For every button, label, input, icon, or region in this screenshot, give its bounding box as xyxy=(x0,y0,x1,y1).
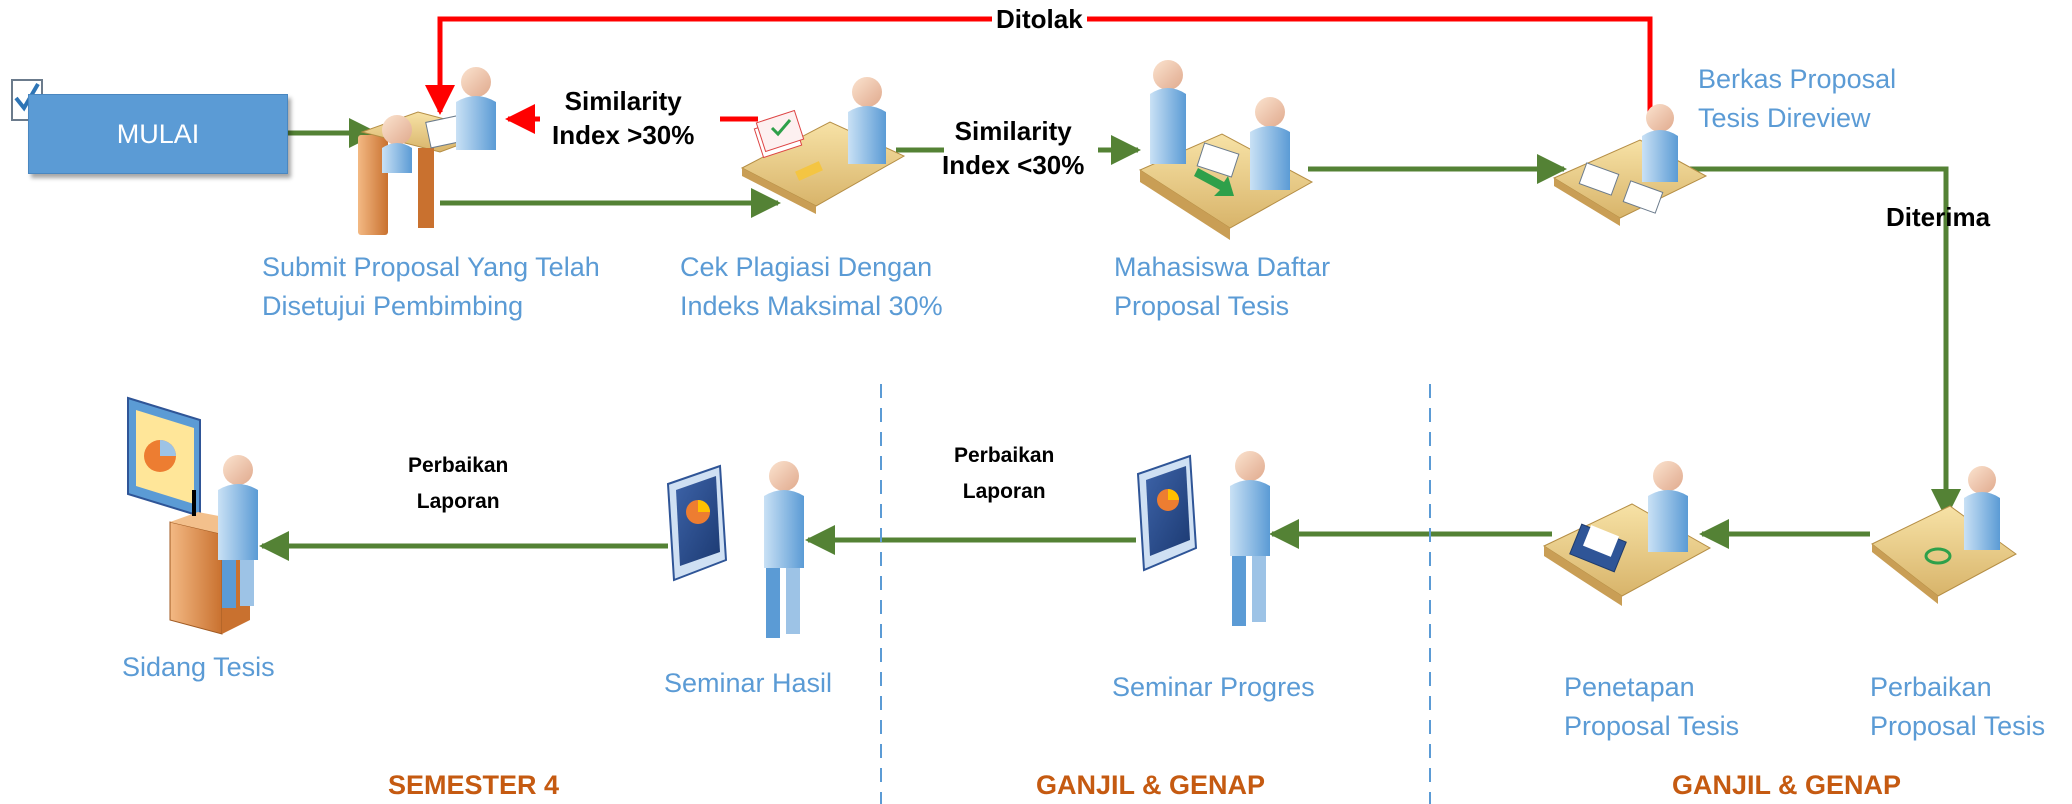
registration-desk-icon xyxy=(1138,60,1314,240)
start-node: MULAI xyxy=(28,94,288,174)
node-label-line: Proposal Tesis xyxy=(1114,291,1290,321)
node-label-line: Perbaikan xyxy=(1870,672,1992,702)
node-label-line: Disetujui Pembimbing xyxy=(262,291,524,321)
phase-label: GANJIL & GENAP xyxy=(1672,770,1902,800)
presentation-icon xyxy=(1136,451,1270,626)
node-label-line: Indeks Maksimal 30% xyxy=(680,291,943,321)
edge-label-ditolak: Ditolak xyxy=(992,2,1087,36)
phase-label: GANJIL & GENAP xyxy=(1036,770,1266,800)
edge-label-similarity-low: Similarity Index <30% xyxy=(942,114,1084,182)
revision-desk-icon xyxy=(1871,466,2017,604)
node-label-line: Tesis Direview xyxy=(1698,103,1871,133)
node-label-line: Berkas Proposal xyxy=(1698,64,1897,94)
node-label-line: Proposal Tesis xyxy=(1564,711,1740,741)
node-label-perbaikan: Perbaikan Proposal Tesis xyxy=(1870,668,2045,746)
edge-diterima xyxy=(1690,166,1961,519)
node-label-review: Berkas Proposal Tesis Direview xyxy=(1698,60,1896,138)
edge-label-similarity-high: Similarity Index >30% xyxy=(552,84,694,152)
node-label-line: Mahasiswa Daftar xyxy=(1114,252,1331,282)
edge-label-line: Index >30% xyxy=(552,120,695,150)
approval-desk-icon xyxy=(1542,461,1712,606)
node-label-line: Seminar Progres xyxy=(1112,672,1315,702)
document-review-icon xyxy=(1552,104,1708,226)
phase-label: SEMESTER 4 xyxy=(388,770,560,800)
edge-label-line: Perbaikan xyxy=(408,454,509,477)
plagiarism-check-desk-icon xyxy=(740,77,906,214)
node-label-cek: Cek Plagiasi Dengan Indeks Maksimal 30% xyxy=(680,248,943,326)
person-at-desk-icon xyxy=(358,67,496,235)
edge-label-perbaikan-laporan: Perbaikan Laporan xyxy=(408,448,508,520)
edge-label-line: Similarity xyxy=(564,86,682,116)
node-label-submit: Submit Proposal Yang Telah Disetujui Pem… xyxy=(262,248,600,326)
edge-label-line: Index <30% xyxy=(942,150,1085,180)
node-label-daftar: Mahasiswa Daftar Proposal Tesis xyxy=(1114,248,1330,326)
edge-label-line: Laporan xyxy=(962,480,1046,503)
node-label-hasil: Seminar Hasil xyxy=(664,664,832,703)
start-label: MULAI xyxy=(116,118,200,149)
node-label-line: Penetapan xyxy=(1564,672,1695,702)
edge-label-diterima: Diterima xyxy=(1886,202,1991,232)
edge-label-line: Perbaikan xyxy=(954,444,1055,467)
edge-label-line: Laporan xyxy=(416,490,500,513)
node-label-line: Proposal Tesis xyxy=(1870,711,2046,741)
node-label-line: Submit Proposal Yang Telah xyxy=(262,252,600,282)
node-label-line: Sidang Tesis xyxy=(122,652,275,682)
node-label-line: Cek Plagiasi Dengan xyxy=(680,252,933,282)
edge-label-line: Similarity xyxy=(954,116,1072,146)
node-label-sidang: Sidang Tesis xyxy=(122,648,275,687)
podium-defense-icon xyxy=(127,396,258,635)
node-label-penetapan: Penetapan Proposal Tesis xyxy=(1564,668,1739,746)
node-label-line: Seminar Hasil xyxy=(664,668,833,698)
edge-label-perbaikan-laporan: Perbaikan Laporan xyxy=(954,438,1054,510)
presentation-icon xyxy=(666,461,804,638)
node-label-progres: Seminar Progres xyxy=(1112,668,1315,707)
